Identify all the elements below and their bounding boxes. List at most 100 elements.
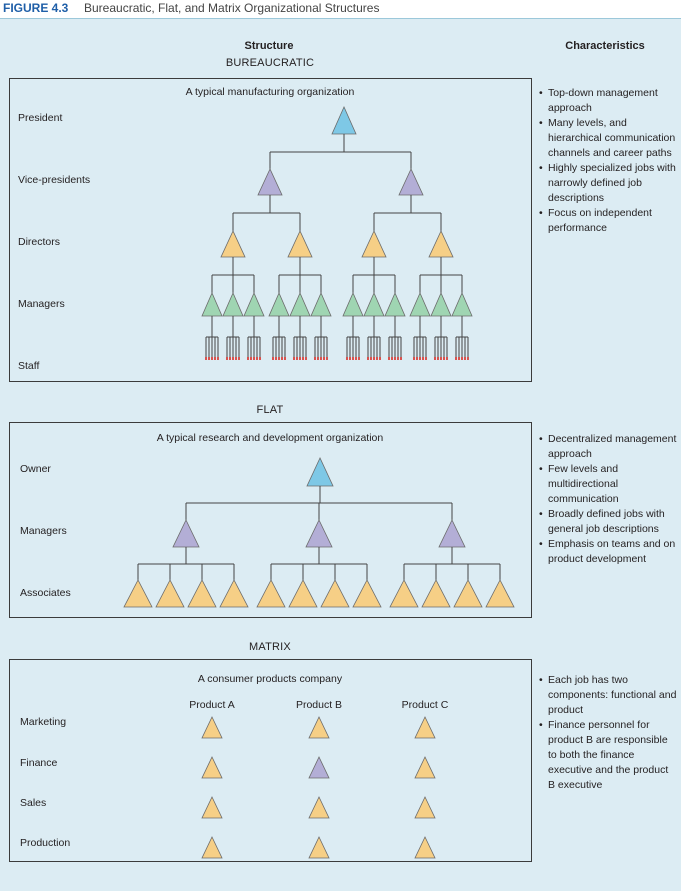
bureaucratic-section-title: BUREAUCRATIC <box>225 57 315 69</box>
staff-marker <box>214 357 216 360</box>
matrix-row-sales: Sales <box>20 797 47 809</box>
matrix-panel <box>9 659 532 862</box>
level-label-managers: Managers <box>18 298 65 310</box>
manager-triangle <box>305 519 333 548</box>
characteristic-item: Few levels and multidirectional communic… <box>538 462 678 507</box>
associate-triangle <box>352 579 382 608</box>
figure-label: FIGURE 4.3 <box>3 1 69 15</box>
staff-marker <box>446 357 448 360</box>
associate-triangle <box>187 579 217 608</box>
associate-triangle <box>219 579 249 608</box>
manager-triangle <box>172 519 200 548</box>
staff-marker <box>391 357 393 360</box>
characteristic-item: Each job has two components: functional … <box>538 673 678 718</box>
level-label-directors: Directors <box>18 236 61 248</box>
staff-marker <box>419 357 421 360</box>
associate-triangle <box>389 579 419 608</box>
staff-marker <box>416 357 418 360</box>
owner-triangle <box>306 457 334 487</box>
manager-triangle <box>451 291 473 317</box>
staff-marker <box>256 357 258 360</box>
bureaucratic-characteristics: Top-down management approach Many levels… <box>538 86 678 236</box>
staff-marker <box>376 357 378 360</box>
staff-marker <box>367 357 369 360</box>
staff-marker <box>467 357 469 360</box>
manager-triangle <box>409 291 431 317</box>
staff-marker <box>437 357 439 360</box>
matrix-position-triangle <box>308 756 330 779</box>
associate-triangle <box>288 579 318 608</box>
matrix-column-product-c: Product C <box>401 699 449 711</box>
director-triangle <box>287 230 313 258</box>
staff-marker <box>299 357 301 360</box>
matrix-position-triangle <box>308 836 330 859</box>
staff-marker <box>302 357 304 360</box>
president-triangle <box>331 106 357 135</box>
matrix-position-triangle <box>414 836 436 859</box>
characteristic-item: Many levels, and hierarchical communicat… <box>538 116 678 161</box>
associate-triangle <box>320 579 350 608</box>
staff-marker <box>346 357 348 360</box>
staff-marker <box>205 357 207 360</box>
matrix-position-triangle <box>201 836 223 859</box>
staff-marker <box>388 357 390 360</box>
staff-marker <box>443 357 445 360</box>
staff-marker <box>272 357 274 360</box>
level-label-vice-presidents: Vice-presidents <box>18 174 91 186</box>
staff-marker <box>217 357 219 360</box>
matrix-position-triangle <box>201 796 223 819</box>
staff-marker <box>314 357 316 360</box>
manager-triangle <box>243 291 265 317</box>
staff-marker <box>422 357 424 360</box>
flat-panel-title: A typical research and development organ… <box>156 432 384 444</box>
level-label-president: President <box>18 112 63 124</box>
staff-marker <box>320 357 322 360</box>
staff-marker <box>440 357 442 360</box>
figure-header: FIGURE 4.3 Bureaucratic, Flat, and Matri… <box>0 0 681 19</box>
matrix-column-product-a: Product A <box>189 699 235 711</box>
characteristic-item: Emphasis on teams and on product develop… <box>538 537 678 567</box>
manager-triangle <box>342 291 364 317</box>
matrix-row-marketing: Marketing <box>20 716 67 728</box>
manager-triangle <box>268 291 290 317</box>
staff-marker <box>373 357 375 360</box>
director-triangle <box>220 230 246 258</box>
staff-marker <box>211 357 213 360</box>
matrix-column-product-b: Product B <box>295 699 343 711</box>
manager-triangle <box>438 519 466 548</box>
associate-triangle <box>256 579 286 608</box>
staff-marker <box>352 357 354 360</box>
matrix-position-triangle <box>414 756 436 779</box>
matrix-position-triangle <box>414 716 436 739</box>
bureaucratic-panel <box>9 78 532 382</box>
staff-marker <box>259 357 261 360</box>
staff-marker <box>455 357 457 360</box>
associate-triangle <box>485 579 515 608</box>
staff-marker <box>284 357 286 360</box>
level-label-owner: Owner <box>20 463 51 475</box>
flat-section-title: FLAT <box>256 404 284 416</box>
staff-marker <box>208 357 210 360</box>
matrix-row-production: Production <box>20 837 71 849</box>
characteristic-item: Broadly defined jobs with general job de… <box>538 507 678 537</box>
staff-marker <box>305 357 307 360</box>
characteristics-column-heading: Characteristics <box>565 40 645 52</box>
level-label-staff: Staff <box>18 360 40 372</box>
matrix-panel-title: A consumer products company <box>197 673 343 685</box>
associate-triangle <box>421 579 451 608</box>
staff-marker <box>349 357 351 360</box>
staff-marker <box>275 357 277 360</box>
associate-triangle <box>155 579 185 608</box>
staff-marker <box>370 357 372 360</box>
manager-triangle <box>384 291 406 317</box>
matrix-position-triangle <box>308 716 330 739</box>
matrix-section-title: MATRIX <box>249 641 291 653</box>
staff-marker <box>250 357 252 360</box>
staff-marker <box>323 357 325 360</box>
matrix-position-triangle <box>308 796 330 819</box>
structure-column-heading: Structure <box>244 40 294 52</box>
staff-marker <box>281 357 283 360</box>
staff-marker <box>278 357 280 360</box>
staff-marker <box>229 357 231 360</box>
